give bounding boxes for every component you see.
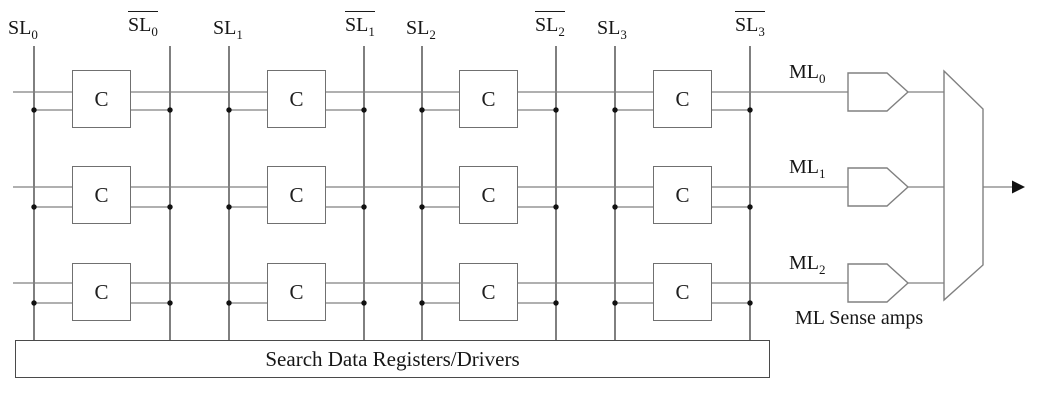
label-ml2: ML2 <box>789 252 826 277</box>
sense-amps-caption: ML Sense amps <box>795 307 924 329</box>
cam-cell-r1-c2: C <box>459 166 518 224</box>
sense-amp-ml2 <box>847 263 910 303</box>
cell-tap-wires <box>34 109 750 304</box>
cam-cell-r0-c3: C <box>653 70 712 128</box>
cell-letter: C <box>481 86 496 111</box>
label-sl0-bar: SL0 <box>128 11 158 38</box>
label-sl2-bar: SL2 <box>535 11 565 38</box>
cell-letter: C <box>94 279 109 304</box>
cam-cell-r1-c1: C <box>267 166 326 224</box>
sense-amp-ml0 <box>847 72 910 112</box>
cell-letter: C <box>94 182 109 207</box>
cam-cell-r1-c0: C <box>72 166 131 224</box>
label-sl1: SL1 <box>213 17 243 42</box>
cell-letter: C <box>481 279 496 304</box>
cam-cell-r0-c2: C <box>459 70 518 128</box>
amp-to-mux-wires <box>908 91 944 284</box>
cam-cell-r2-c1: C <box>267 263 326 321</box>
search-line-wires <box>33 46 751 341</box>
label-sl0: SL0 <box>8 17 38 42</box>
label-sl2: SL2 <box>406 17 436 42</box>
output-arrowhead-icon <box>1012 180 1025 194</box>
junction-dots <box>31 107 753 306</box>
cam-cell-r2-c2: C <box>459 263 518 321</box>
search-data-registers-label: Search Data Registers/Drivers <box>265 346 520 371</box>
cam-cell-r2-c3: C <box>653 263 712 321</box>
cell-letter: C <box>289 182 304 207</box>
cell-letter: C <box>94 86 109 111</box>
cam-cell-r2-c0: C <box>72 263 131 321</box>
cell-letter: C <box>675 279 690 304</box>
sense-amp-ml1 <box>847 167 910 207</box>
cell-letter: C <box>289 279 304 304</box>
label-sl3: SL3 <box>597 17 627 42</box>
label-ml1: ML1 <box>789 156 826 181</box>
search-data-registers-box: Search Data Registers/Drivers <box>15 340 770 378</box>
sense-amps <box>847 72 910 303</box>
mux-shape <box>943 69 984 302</box>
cell-letter: C <box>675 86 690 111</box>
cell-letter: C <box>289 86 304 111</box>
cam-cell-r0-c1: C <box>267 70 326 128</box>
label-sl3-bar: SL3 <box>735 11 765 38</box>
cam-cell-r1-c3: C <box>653 166 712 224</box>
label-ml0: ML0 <box>789 61 826 86</box>
cell-letter: C <box>481 182 496 207</box>
cell-letter: C <box>675 182 690 207</box>
match-line-wires <box>13 91 848 284</box>
cam-cell-r0-c0: C <box>72 70 131 128</box>
label-sl1-bar: SL1 <box>345 11 375 38</box>
